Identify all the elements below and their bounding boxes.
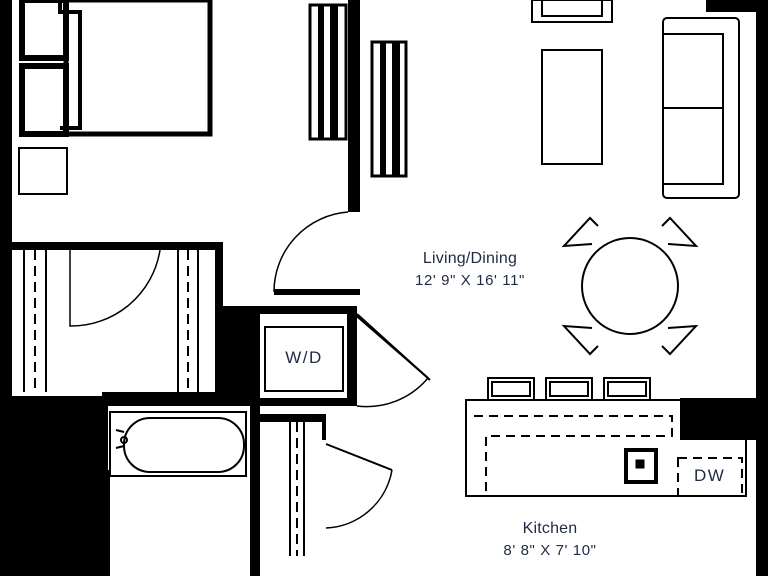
kitchen-sink — [624, 448, 658, 484]
rug-right — [370, 40, 408, 178]
bathtub — [109, 411, 247, 477]
washer-dryer: W/D — [264, 326, 344, 392]
bed — [18, 0, 213, 195]
dishwasher-label: DW — [694, 466, 726, 485]
dining-set — [561, 216, 699, 356]
living-room-label: Living/Dining 12' 9" X 16' 11" — [370, 250, 570, 289]
bar-stools — [487, 377, 651, 401]
kitchen-label: Kitchen 8' 8" X 7' 10" — [450, 520, 650, 559]
coffee-table — [541, 49, 603, 165]
linen-closet — [289, 414, 393, 556]
sofa — [662, 17, 740, 199]
wd-door — [351, 311, 431, 408]
kitchen-counter — [465, 399, 747, 497]
armchair — [531, 0, 613, 23]
vanity-sink — [53, 485, 109, 576]
closet — [23, 249, 199, 392]
kitchen-dimensions: 8' 8" X 7' 10" — [503, 542, 597, 559]
washer-dryer-label: W/D — [285, 348, 323, 367]
living-room-name: Living/Dining — [422, 250, 518, 267]
rug-left — [308, 3, 348, 141]
kitchen-name: Kitchen — [522, 520, 578, 537]
entry-door — [273, 211, 360, 295]
living-room-dimensions: 12' 9" X 16' 11" — [415, 272, 525, 289]
